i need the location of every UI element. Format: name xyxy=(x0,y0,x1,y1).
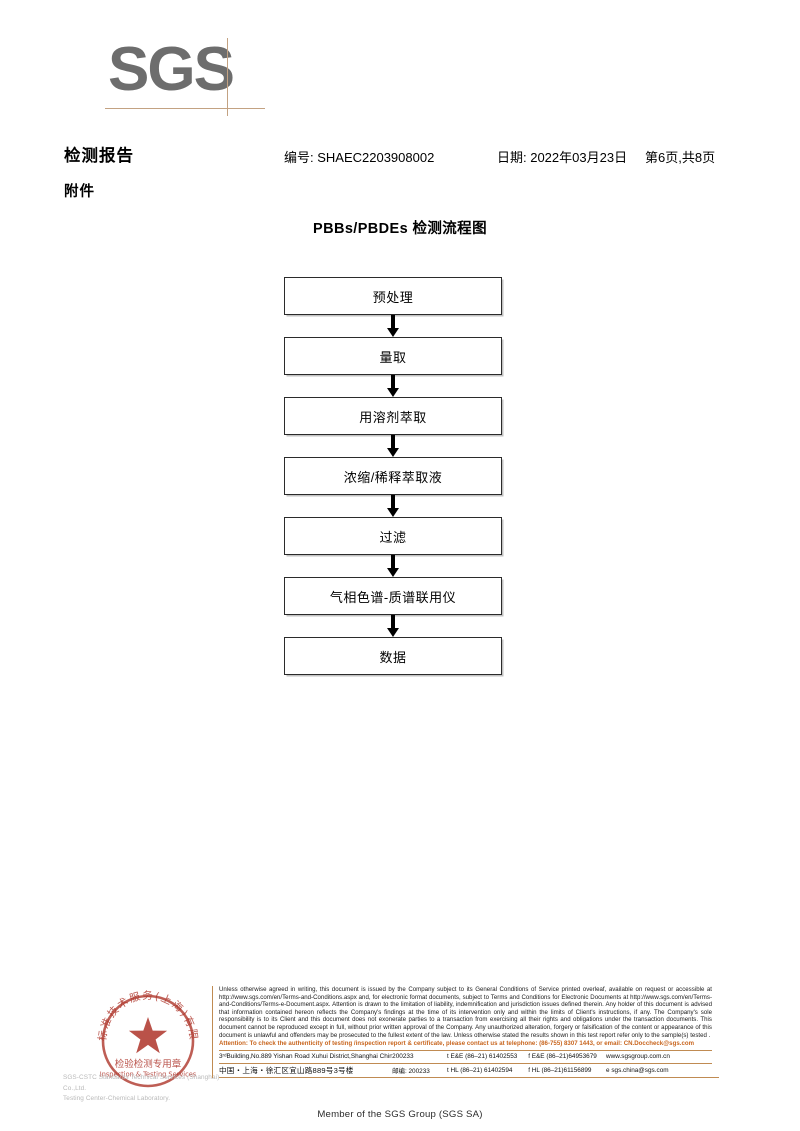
stamp-company-line-1: SGS-CSTC Standards Technical Services (S… xyxy=(63,1074,220,1092)
report-date: 日期: 2022年03月23日 xyxy=(497,150,628,165)
footer: Unless otherwise agreed in writing, this… xyxy=(212,986,719,1078)
arrow-head-icon xyxy=(387,328,399,337)
address-cn: 中国・上海・徐汇区宜山路889号3号楼 xyxy=(219,1065,354,1075)
page-title: 检测报告 xyxy=(64,147,134,165)
tel-hl-2: f HL (86–21)61156899 xyxy=(528,1066,592,1074)
arrow-shaft xyxy=(391,555,395,570)
sgs-logo-text: SGS xyxy=(108,35,235,104)
inspection-stamp: 通标标准技术服务(上海)有限公司 检验检测专用章 Inspection & Te… xyxy=(92,985,204,1097)
website-link[interactable]: www.sgsgroup.com.cn xyxy=(605,1053,670,1061)
flow-box-label: 预处理 xyxy=(284,277,502,315)
arrow-head-icon xyxy=(387,568,399,577)
flow-arrow-3 xyxy=(284,435,502,457)
zip-cn: 邮编: 200233 xyxy=(392,1067,430,1075)
contact-row-cn: 中国・上海・徐汇区宜山路889号3号楼 邮编: 200233 t HL (86–… xyxy=(219,1062,712,1077)
stamp-company-line-2: Testing Center-Chemical Laboratory. xyxy=(63,1095,171,1102)
flow-arrow-5 xyxy=(284,555,502,577)
arrow-shaft xyxy=(391,315,395,330)
flow-step-7: 数据 xyxy=(284,637,504,675)
footer-bottom-rule xyxy=(219,1076,719,1078)
arrow-shaft xyxy=(391,615,395,630)
tel-ee-1: t E&E (86–21) 61402553 xyxy=(446,1053,518,1061)
flow-step-3: 用溶剂萃取 xyxy=(284,397,504,435)
flow-box-label: 浓缩/稀释萃取液 xyxy=(284,457,502,495)
flow-box-label: 用溶剂萃取 xyxy=(284,397,502,435)
star-icon xyxy=(128,1017,168,1054)
legal-text: Unless otherwise agreed in writing, this… xyxy=(219,986,712,1039)
flow-box-label: 过滤 xyxy=(284,517,502,555)
arrow-head-icon xyxy=(387,388,399,397)
arrow-shaft xyxy=(391,375,395,390)
flow-box-label: 量取 xyxy=(284,337,502,375)
flow-arrow-6 xyxy=(284,615,502,637)
flowchart-title: PBBs/PBDEs 检测流程图 xyxy=(313,221,487,237)
flow-box-label: 数据 xyxy=(284,637,502,675)
email-link[interactable]: e sgs.china@sgs.com xyxy=(605,1066,669,1074)
flow-step-5: 过滤 xyxy=(284,517,504,555)
flow-step-1: 预处理 xyxy=(284,277,504,315)
report-number: 编号: SHAEC2203908002 xyxy=(284,150,435,165)
contact-block: 3ʳᵈBuilding,No.889 Yishan Road Xuhui Dis… xyxy=(219,1049,719,1078)
arrow-head-icon xyxy=(387,508,399,517)
flowchart: 预处理 量取 用溶剂萃取 浓缩/稀释萃取液 过滤 气相色谱-质谱联用仪 数据 xyxy=(284,277,504,675)
attention-text: Attention: To check the authenticity of … xyxy=(219,1040,695,1048)
logo-horizontal-rule xyxy=(105,108,265,110)
page-subtitle-attachment: 附件 xyxy=(64,184,95,200)
stamp-graphic: 通标标准技术服务(上海)有限公司 检验检测专用章 Inspection & Te… xyxy=(92,985,198,1088)
tel-ee-2: f E&E (86–21)64953679 xyxy=(528,1053,597,1061)
flow-step-6: 气相色谱-质谱联用仪 xyxy=(284,577,504,615)
address-en: 3ʳᵈBuilding,No.889 Yishan Road Xuhui Dis… xyxy=(219,1053,393,1061)
zip-en: 200233 xyxy=(392,1053,414,1061)
flow-arrow-4 xyxy=(284,495,502,517)
arrow-head-icon xyxy=(387,628,399,637)
arrow-shaft xyxy=(391,495,395,510)
sgs-group-member-note: Member of the SGS Group (SGS SA) xyxy=(317,1109,483,1120)
logo-vertical-rule xyxy=(227,38,229,116)
flow-step-4: 浓缩/稀释萃取液 xyxy=(284,457,504,495)
page-indicator: 第6页,共8页 xyxy=(645,150,716,165)
arrow-shaft xyxy=(391,435,395,450)
tel-hl-1: t HL (86–21) 61402594 xyxy=(446,1066,513,1074)
svg-text:检验检测专用章: 检验检测专用章 xyxy=(115,1058,182,1070)
svg-text:Inspection & Testing Services: Inspection & Testing Services xyxy=(100,1071,197,1079)
contact-row-en: 3ʳᵈBuilding,No.889 Yishan Road Xuhui Dis… xyxy=(219,1051,712,1063)
flow-step-2: 量取 xyxy=(284,337,504,375)
flow-box-label: 气相色谱-质谱联用仪 xyxy=(284,577,502,615)
stamp-company-name: SGS-CSTC Standards Technical Services (S… xyxy=(63,1073,238,1105)
flow-arrow-2 xyxy=(284,375,502,397)
arrow-head-icon xyxy=(387,448,399,457)
flow-arrow-1 xyxy=(284,315,502,337)
sgs-logo: SGS xyxy=(105,35,268,116)
